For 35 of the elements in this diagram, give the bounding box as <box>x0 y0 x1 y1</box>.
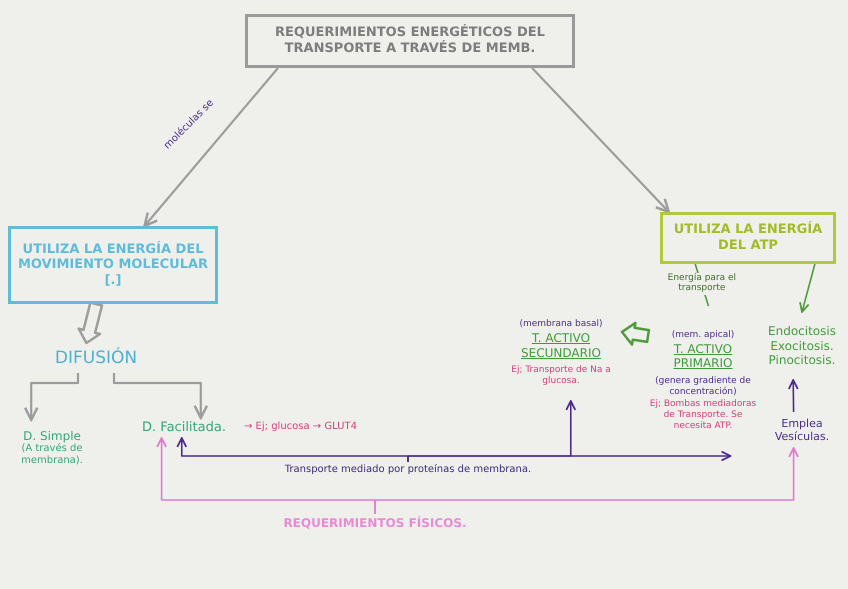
concept-box <box>8 226 218 304</box>
arrow <box>531 67 670 214</box>
concept-text: Endocitosis <box>768 324 836 339</box>
arrow <box>112 373 208 420</box>
concept-text: D. Simple <box>23 428 81 443</box>
connector-label: Transporte mediado por proteínas de membrana. <box>282 462 534 478</box>
edge-label: Energía para el transporte <box>666 273 737 295</box>
note-text: (mem. apical) <box>672 330 734 342</box>
arrow <box>799 264 816 313</box>
note-text: → Ej; glucosa → GLUT4 <box>244 421 358 433</box>
bracket-arrow <box>407 450 732 462</box>
concept-text: UTILIZA LA ENERGÍA DEL ATP <box>672 222 824 254</box>
note-text: Ej; Transporte de Na a glucosa. <box>510 364 612 387</box>
block-arrow <box>77 301 104 344</box>
concept-text: T. ACTIVO SECUNDARIO <box>520 331 602 360</box>
arrow <box>788 379 799 412</box>
arrow <box>143 67 279 228</box>
concept-text: Pinocitosis. <box>768 353 836 368</box>
concept-text: Emplea Vesículas. <box>760 412 844 448</box>
note-text: Ej; Bombas mediadoras de Transporte. Se necesita ATP. <box>648 399 758 432</box>
block-arrow <box>620 322 650 346</box>
concept-text: (A través de membrana). <box>20 443 84 468</box>
concept-text: UTILIZA LA ENERGÍA DEL MOVIMIENTO MOLECULAR [.] <box>16 242 210 288</box>
concept-text: DIFUSIÓN <box>36 343 156 373</box>
concept-text: REQUERIMIENTOS FÍSICOS. <box>278 514 472 532</box>
bracket-arrow <box>374 447 799 514</box>
concept-text: T. ACTIVO PRIMARIO <box>672 342 734 371</box>
note-text: (genera gradiente de concentración) <box>654 376 752 398</box>
note-text: (membrana basal) <box>519 319 603 330</box>
title-text: REQUERIMIENTOS ENERGÉTICOS DEL TRANSPORTE A TRAVÉS DE MEMB. <box>274 25 546 57</box>
arrow <box>24 373 80 422</box>
concept-text: Exocitosis. <box>770 338 834 354</box>
title-box <box>245 14 575 68</box>
concept-text: D. Facilitada. <box>128 418 240 438</box>
concept-box <box>660 212 836 264</box>
